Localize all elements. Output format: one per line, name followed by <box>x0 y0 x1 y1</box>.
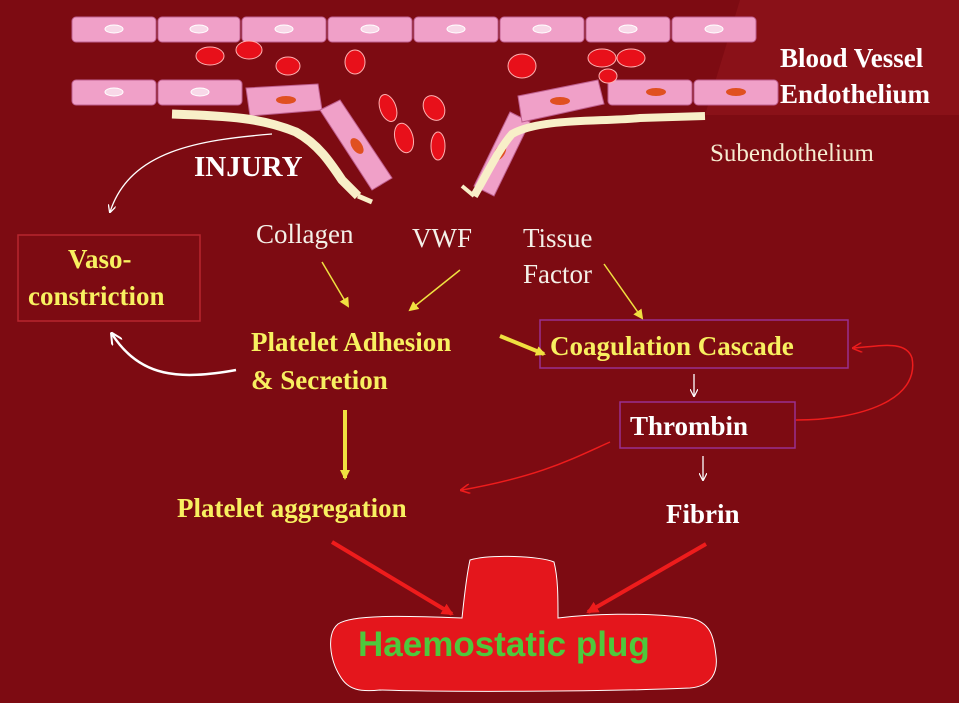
coagulation-label: Coagulation Cascade <box>550 331 794 361</box>
thrombin-label: Thrombin <box>630 411 749 441</box>
haemostatic-plug-label: Haemostatic plug <box>358 625 650 664</box>
adhesion-to-coagulation-arrow <box>499 334 546 356</box>
thrombin-to-aggregation-arrow <box>462 441 611 490</box>
tissue-label: Tissue <box>523 223 593 253</box>
vasoconstriction-line1: Vaso- <box>68 244 132 274</box>
vasoconstriction-box <box>17 234 201 322</box>
adhesion-line1: Platelet Adhesion <box>251 327 452 357</box>
aggregation-label: Platelet aggregation <box>177 493 407 523</box>
aggregation-to-plug-arrow <box>330 540 454 616</box>
red-blood-cells <box>195 40 646 161</box>
subendothelium-label: Subendothelium <box>710 140 874 167</box>
collagen-label: Collagen <box>256 219 354 249</box>
injury-label: INJURY <box>194 151 303 183</box>
vwf-label: VWF <box>412 223 472 253</box>
thrombin-box <box>619 401 796 449</box>
blood-vessel-label: Blood Vessel <box>780 43 924 73</box>
collagen-arrow <box>321 261 350 308</box>
endothelium-label: Endothelium <box>780 79 931 109</box>
fibrin-label: Fibrin <box>666 499 740 529</box>
fibrin-to-plug-arrow <box>586 542 707 614</box>
injury-to-vasoconstriction-arrow <box>110 133 273 212</box>
lower-endothelium <box>71 79 779 197</box>
subendothelium-layer <box>171 109 706 205</box>
adhesion-to-vasoconstriction-arrow <box>112 334 237 377</box>
adhesion-line2: & Secretion <box>251 365 388 395</box>
haemostatic-plug-shape <box>330 555 717 692</box>
vwf-arrow <box>408 269 461 312</box>
thrombin-feedback-arrow <box>795 345 914 421</box>
upper-endothelium <box>71 16 757 43</box>
coagulation-box <box>539 319 849 369</box>
tissue-factor-arrow <box>603 263 644 320</box>
factor-label: Factor <box>523 259 592 289</box>
vasoconstriction-line2: constriction <box>28 281 165 311</box>
